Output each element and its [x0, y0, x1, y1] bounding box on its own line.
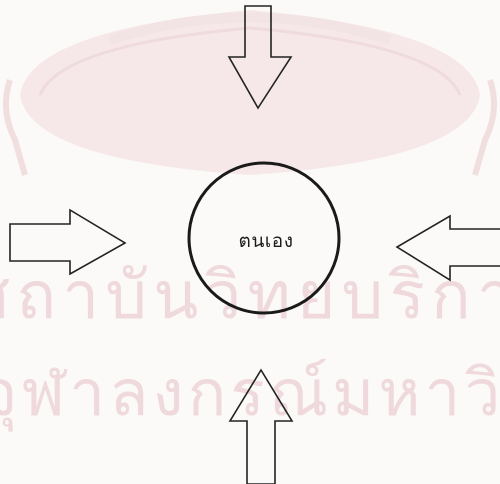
watermark-text: สถาบันวิทยบริการ จุฬาลงกรณ์มหาวิทยาลัย — [0, 257, 500, 432]
arrow-right-left-icon — [395, 214, 500, 282]
arrow-bottom-up-icon — [228, 368, 294, 484]
arrow-left-right-icon — [9, 208, 127, 276]
arrow-top-down-icon — [227, 5, 293, 110]
center-circle — [187, 161, 341, 315]
watermark-line-2: จุฬาลงกรณ์มหาวิทยาลัย — [0, 357, 500, 432]
watermark-line-1: สถาบันวิทยบริการ — [0, 257, 500, 334]
